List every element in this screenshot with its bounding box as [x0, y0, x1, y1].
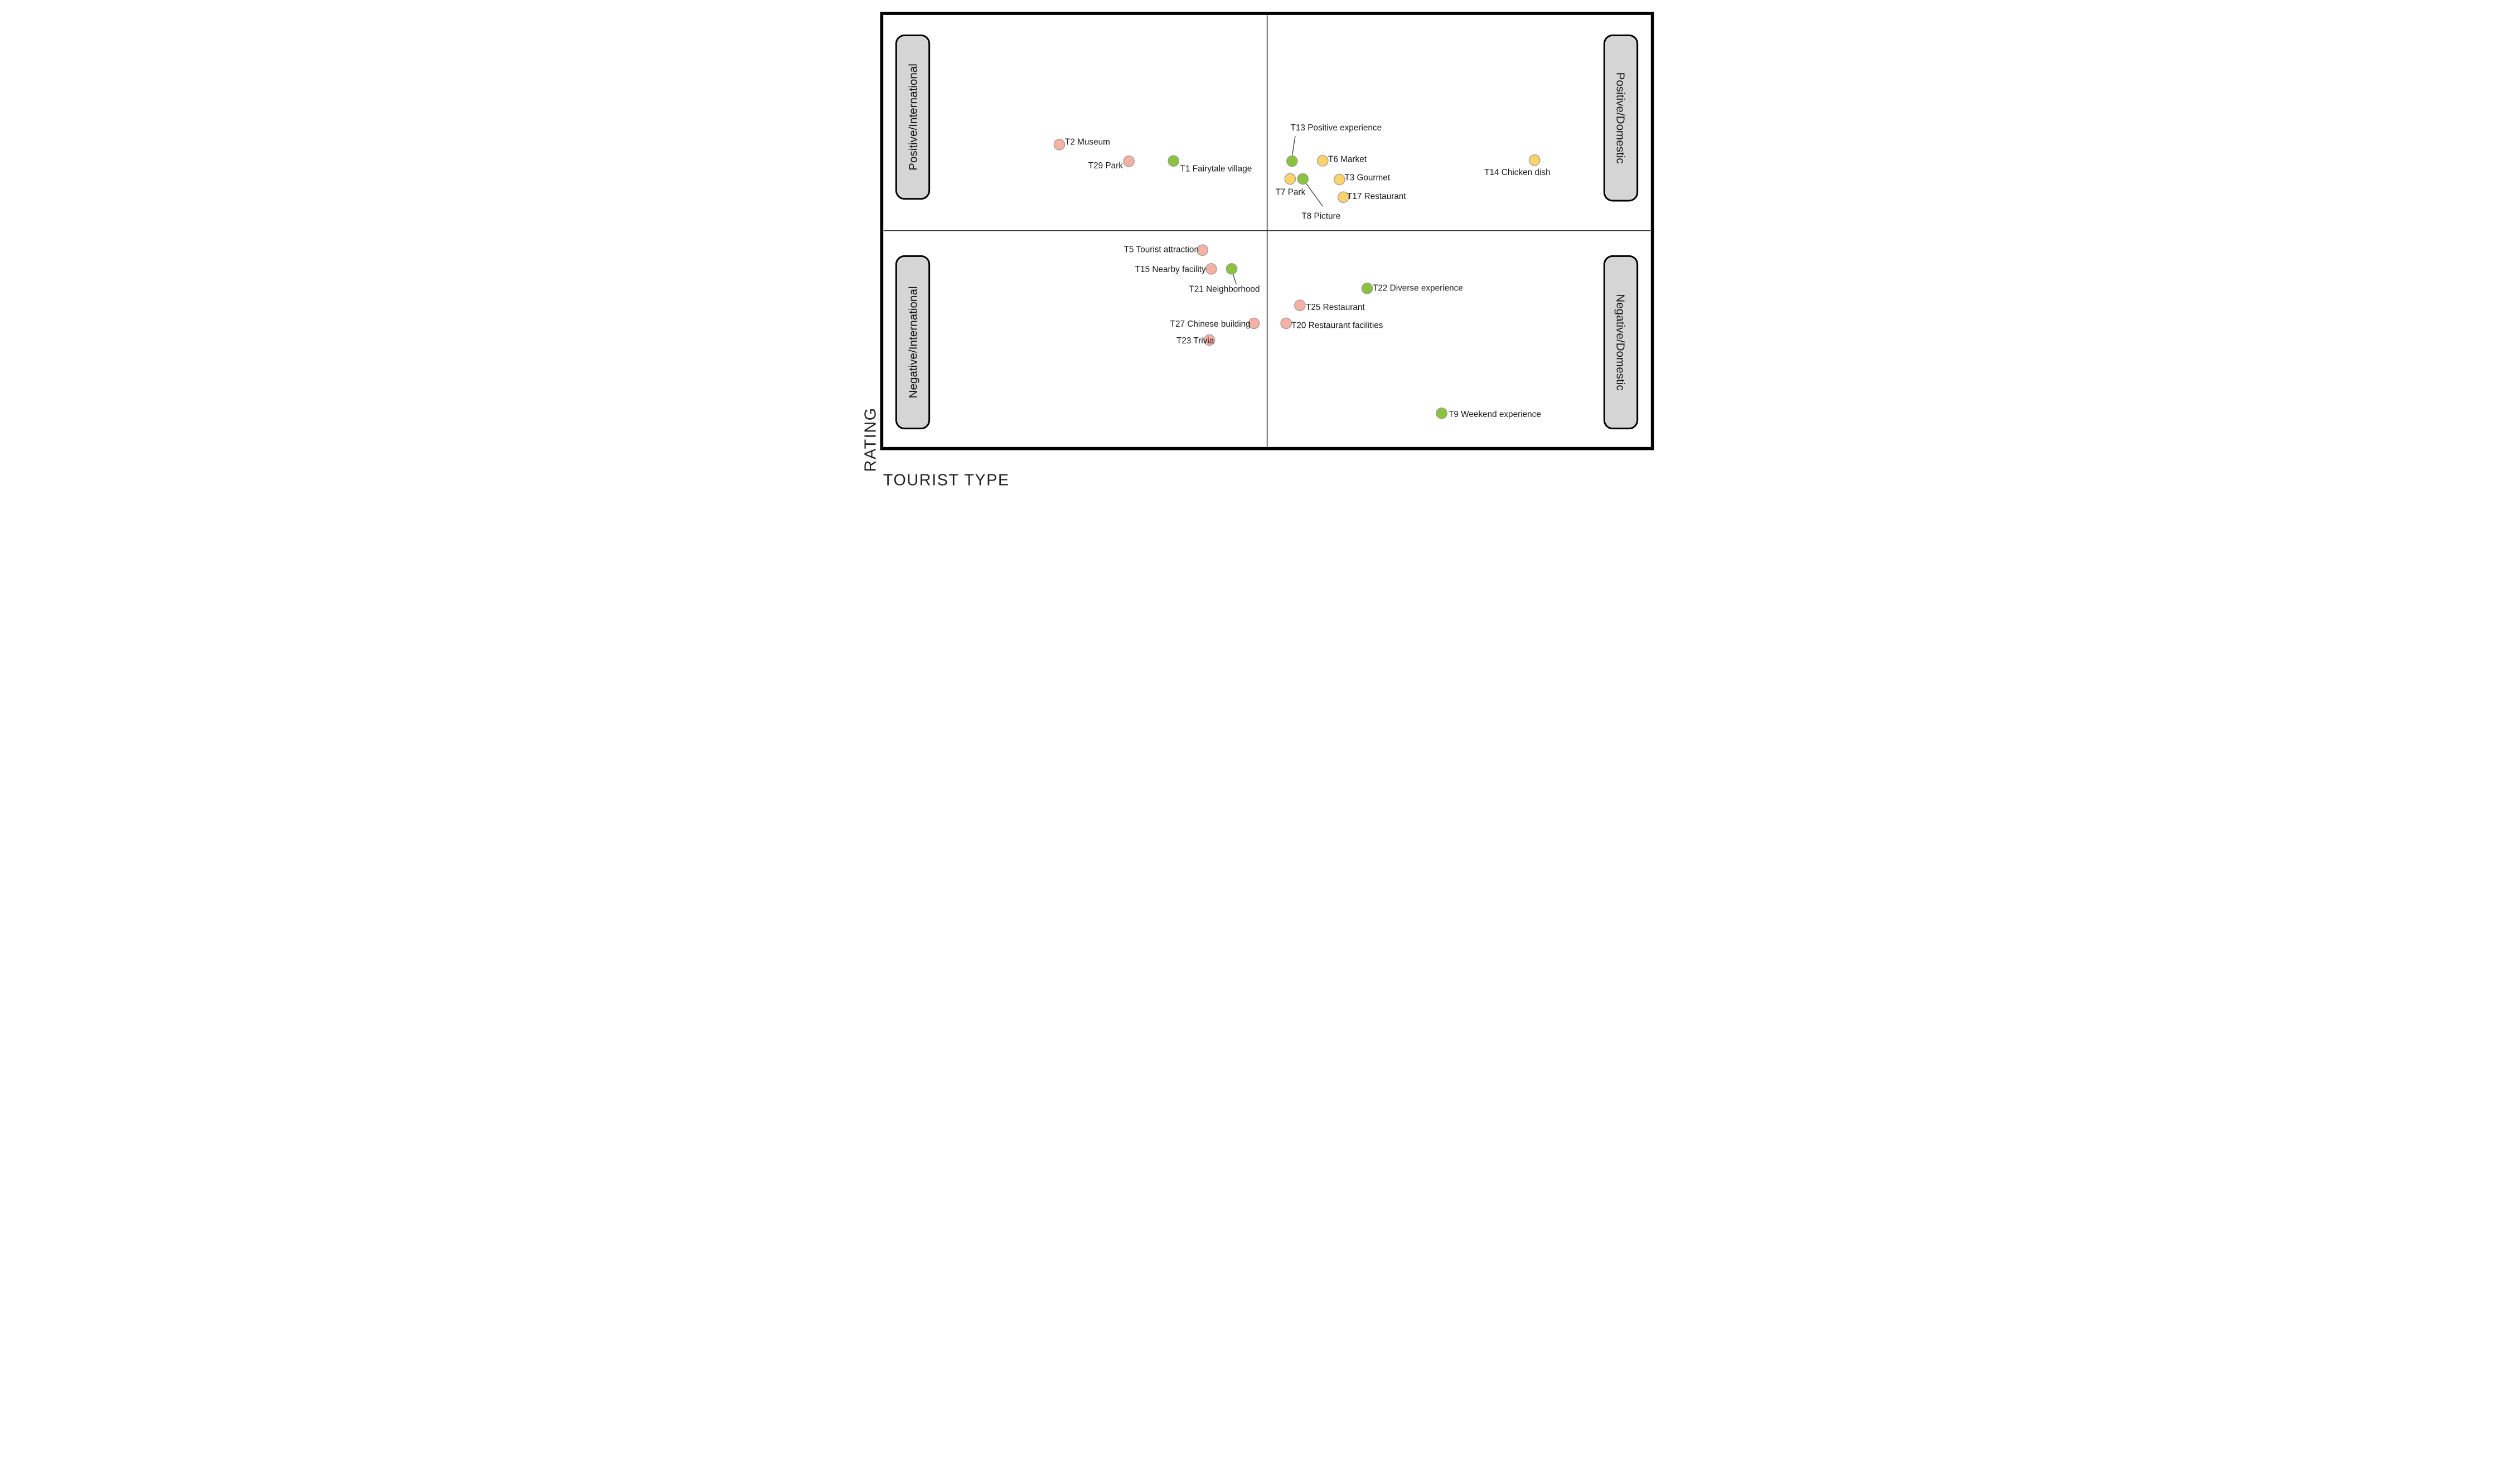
- data-point-label-T25: T25 Restaurant: [1306, 303, 1365, 312]
- quadrant-box-bottom-right: Negative/Domestic: [1603, 255, 1639, 430]
- data-point-label-T23: T23 Trivia: [1176, 336, 1214, 346]
- x-axis-title: TOURIST TYPE: [883, 472, 1010, 489]
- data-point-label-T27: T27 Chinese building: [1170, 319, 1251, 329]
- quadrant-scatter-figure: Positive/International Positive/Domestic…: [833, 0, 1666, 494]
- data-point-dot-T1: [1168, 155, 1180, 167]
- data-point-dot-T6: [1316, 154, 1329, 167]
- quadrant-label-positive-international: Positive/International: [907, 64, 919, 171]
- y-axis-title: RATING: [862, 407, 880, 472]
- quadrant-label-negative-domestic: Negative/Domestic: [1614, 294, 1627, 390]
- quadrant-box-top-left: Positive/International: [895, 34, 931, 200]
- leader-line-T21: [1232, 274, 1237, 285]
- data-point-label-T9: T9 Weekend experience: [1449, 410, 1541, 419]
- data-point-dot-T14: [1528, 154, 1541, 166]
- data-point-label-T3: T3 Gourmet: [1344, 173, 1391, 183]
- quadrant-label-negative-international: Negative/International: [907, 287, 919, 399]
- data-point-dot-T20: [1280, 317, 1292, 329]
- data-point-dot-T13: [1286, 155, 1298, 167]
- data-point-dot-T3: [1333, 173, 1345, 186]
- chart-canvas: Positive/International Positive/Domestic…: [862, 12, 1654, 489]
- data-point-label-T15: T15 Nearby facility: [1135, 265, 1206, 274]
- data-point-label-T22: T22 Diverse experience: [1373, 283, 1463, 293]
- quadrant-box-bottom-left: Negative/International: [895, 255, 931, 430]
- leader-line-T8: [1306, 183, 1323, 207]
- data-point-label-T13: T13 Positive experience: [1291, 123, 1382, 133]
- leader-line-T13: [1292, 135, 1296, 156]
- data-point-dot-T7: [1284, 173, 1296, 185]
- data-point-label-T14: T14 Chicken dish: [1484, 168, 1550, 177]
- data-point-dot-T5: [1197, 244, 1209, 256]
- data-point-dot-T15: [1205, 263, 1217, 275]
- data-point-dot-T9: [1436, 407, 1447, 419]
- data-point-label-T7: T7 Park: [1276, 187, 1306, 197]
- data-point-label-T8: T8 Picture: [1301, 212, 1340, 221]
- data-point-label-T29: T29 Park: [1088, 161, 1123, 171]
- data-point-dot-T25: [1294, 299, 1306, 311]
- data-point-dot-T29: [1123, 155, 1135, 167]
- data-point-label-T6: T6 Market: [1328, 155, 1367, 164]
- quadrant-box-top-right-rect: [1603, 34, 1639, 202]
- data-point-dot-T8: [1297, 173, 1309, 185]
- data-point-label-T17: T17 Restaurant: [1347, 192, 1406, 201]
- data-point-label-T20: T20 Restaurant facilities: [1291, 321, 1383, 331]
- data-point-dot-T22: [1361, 282, 1373, 294]
- plot-border: [880, 12, 1654, 450]
- data-point-dot-T27: [1248, 317, 1260, 329]
- data-point-dot-T21: [1226, 263, 1238, 275]
- quadrant-label-positive-domestic: Positive/Domestic: [1614, 72, 1627, 164]
- data-point-dot-T2: [1053, 138, 1066, 151]
- data-point-label-T21: T21 Neighborhood: [1189, 284, 1260, 294]
- quadrant-box-bottom-left-rect: [895, 255, 931, 430]
- data-point-dot-T23: [1203, 334, 1215, 346]
- quadrant-box-bottom-right-rect: [1603, 255, 1639, 430]
- quadrant-box-top-right: Positive/Domestic: [1603, 34, 1639, 202]
- data-point-label-T1: T1 Fairytale village: [1180, 164, 1252, 173]
- data-point-label-T2: T2 Museum: [1065, 137, 1110, 147]
- quadrant-box-top-left-rect: [895, 34, 931, 200]
- data-point-dot-T17: [1337, 191, 1349, 203]
- data-point-label-T5: T5 Tourist attraction: [1124, 245, 1199, 255]
